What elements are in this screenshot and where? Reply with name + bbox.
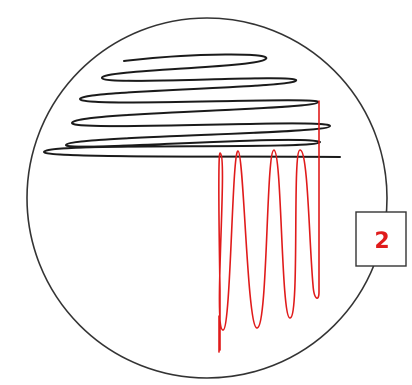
first-streak-line (43, 53, 341, 158)
zone-label-box: 2 (355, 211, 407, 267)
zone-label-text: 2 (374, 229, 389, 254)
second-streak-line (218, 100, 320, 351)
zone-label-frame (355, 211, 407, 267)
petri-dish-outline (26, 17, 388, 379)
